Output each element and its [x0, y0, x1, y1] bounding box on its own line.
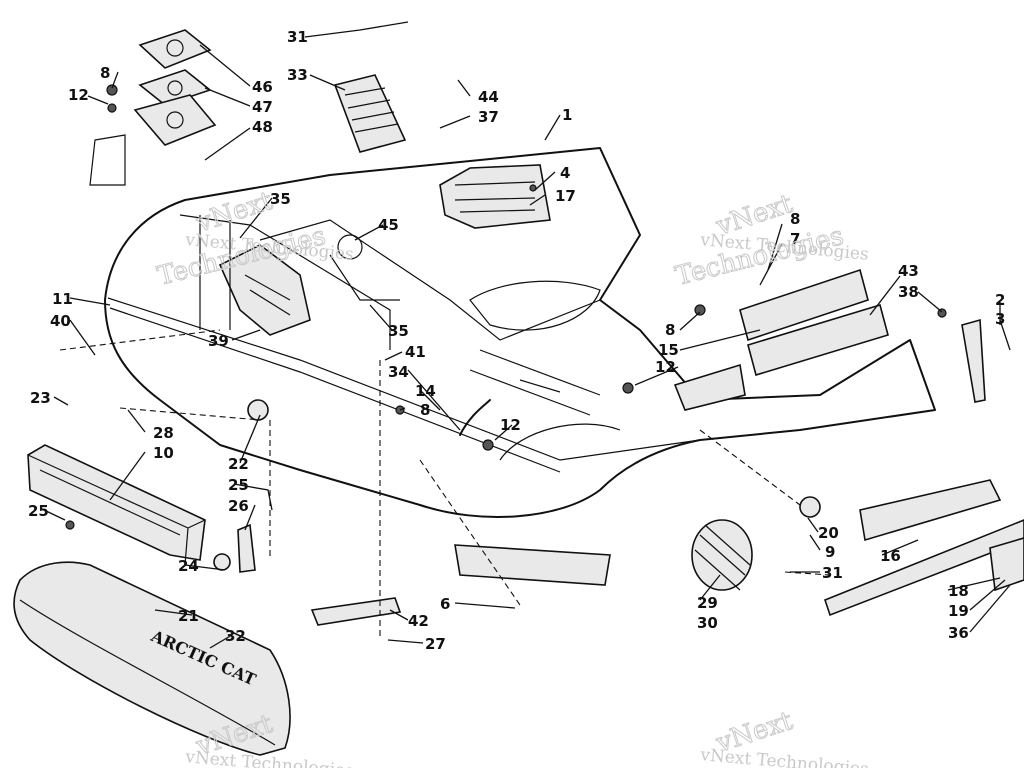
callout-43: 43 [898, 262, 919, 280]
callout-14: 14 [415, 382, 436, 400]
callout-32: 32 [225, 627, 246, 645]
callout-37: 37 [478, 108, 499, 126]
callout-28: 28 [153, 424, 174, 442]
callout-30: 30 [697, 614, 718, 632]
callout-19: 19 [948, 602, 969, 620]
callout-48: 48 [252, 118, 273, 136]
callout-20: 20 [818, 524, 839, 542]
callout-35-mid: 35 [388, 322, 409, 340]
callout-42: 42 [408, 612, 429, 630]
callout-25-lower: 25 [28, 502, 49, 520]
callout-29: 29 [697, 594, 718, 612]
nose-cone: ARCTIC CAT [13, 561, 291, 756]
chassis-belly-pan [104, 147, 936, 518]
callout-47: 47 [252, 98, 273, 116]
callout-44: 44 [478, 88, 499, 106]
callout-45: 45 [378, 216, 399, 234]
console-panel [439, 164, 551, 229]
lower-parts [213, 399, 821, 626]
callout-26: 26 [228, 497, 249, 515]
callout-40: 40 [50, 312, 71, 330]
callout-12: 12 [68, 86, 89, 104]
callout-11: 11 [52, 290, 73, 308]
callout-41: 41 [405, 343, 426, 361]
callout-12-rail: 12 [655, 358, 676, 376]
callout-15: 15 [658, 341, 679, 359]
callout-4: 4 [560, 164, 570, 182]
callout-6: 6 [440, 595, 450, 613]
gasket-stack [89, 29, 217, 186]
steering-bracket [199, 215, 311, 336]
hardware [65, 84, 947, 530]
callout-31: 31 [287, 28, 308, 46]
callout-27: 27 [425, 635, 446, 653]
watermark-small-4: vNext Technologies [699, 745, 870, 768]
callout-23: 23 [30, 389, 51, 407]
callout-21: 21 [178, 607, 199, 625]
callout-8-mid: 8 [420, 401, 430, 419]
callout-10: 10 [153, 444, 174, 462]
callout-33: 33 [287, 66, 308, 84]
callout-2: 2 [995, 291, 1005, 309]
callout-34: 34 [388, 363, 409, 381]
callout-labels: 31 33 8 12 46 47 48 44 37 1 4 17 35 45 1… [28, 28, 1005, 653]
side-rails [673, 268, 1024, 617]
watermark-big-4: Technologies [672, 221, 846, 292]
leader-lines [43, 21, 1011, 649]
callout-22: 22 [228, 455, 249, 473]
callout-46: 46 [252, 78, 273, 96]
callout-9: 9 [825, 543, 835, 561]
callout-36: 36 [948, 624, 969, 642]
callout-3: 3 [995, 310, 1005, 328]
alignment-lines [59, 329, 831, 640]
callout-39: 39 [208, 332, 229, 350]
headlight-boot [333, 74, 407, 153]
callout-18: 18 [948, 582, 969, 600]
callout-8-rail: 8 [665, 321, 675, 339]
callout-8: 8 [100, 64, 110, 82]
callout-8-right: 8 [790, 210, 800, 228]
callout-17: 17 [555, 187, 576, 205]
callout-1: 1 [562, 106, 572, 124]
callout-31-lower: 31 [822, 564, 843, 582]
callout-24: 24 [178, 557, 199, 575]
callout-12-mid: 12 [500, 416, 521, 434]
callout-38: 38 [898, 283, 919, 301]
callout-16: 16 [880, 547, 901, 565]
front-bumper [27, 444, 206, 566]
callout-7: 7 [790, 230, 800, 248]
callout-25-upper: 25 [228, 476, 249, 494]
callout-35-top: 35 [270, 190, 291, 208]
